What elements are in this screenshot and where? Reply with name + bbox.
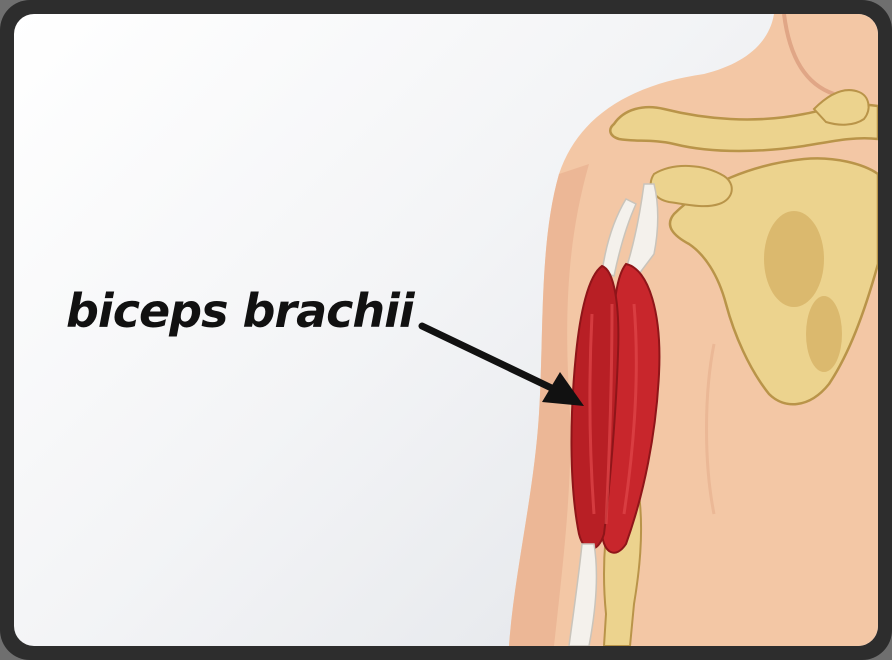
scapula-hollow-1: [764, 211, 824, 307]
illustration-panel: biceps brachii: [14, 14, 878, 646]
scapula-hollow-2: [806, 296, 842, 372]
biceps-label: biceps brachii: [66, 284, 414, 338]
